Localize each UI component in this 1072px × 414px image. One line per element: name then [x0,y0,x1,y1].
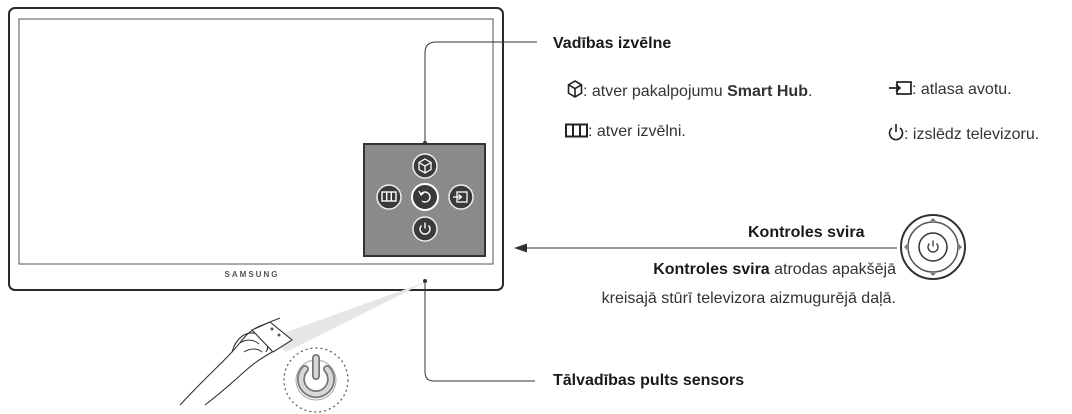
remote-sensor-label: Tālvadības pults sensors [553,372,745,389]
control-stick-arrowhead [514,243,527,253]
smart-hub-icon [567,80,583,98]
control-stick-desc-line1: Kontroles svira atrodas apakšējā [653,261,896,278]
panel-return-button[interactable] [411,183,439,211]
control-menu-leader [424,41,537,143]
hand-with-remote-illustration [179,317,293,406]
control-stick-desc-line2: kreisajā stūrī televizora aizmugurējā da… [601,290,896,307]
control-stick-icon [900,214,966,280]
panel-menu-button[interactable] [376,184,402,210]
control-menu-item-source: : atlasa avotu. [888,80,1012,99]
remote-power-zoom [283,347,349,413]
control-menu-item-smart-hub: : atver pakalpojumu Smart Hub. [567,80,812,101]
panel-smart-hub-button[interactable] [412,153,438,179]
panel-source-button[interactable] [448,184,474,210]
power-icon [888,124,904,141]
panel-power-button[interactable] [412,216,438,242]
source-icon [889,81,912,95]
menu-icon [565,123,588,138]
control-stick-label: Kontroles svira [748,224,865,241]
control-menu-item-menu: : atver izvēlni. [565,123,686,141]
control-menu-item-power: : izslēdz televizoru. [888,123,1039,144]
ir-beam [270,281,428,352]
tv-brand-logo: SAMSUNG [224,270,280,279]
control-menu-title: Vadības izvēlne [553,35,672,52]
remote-sensor-leader [424,281,535,382]
